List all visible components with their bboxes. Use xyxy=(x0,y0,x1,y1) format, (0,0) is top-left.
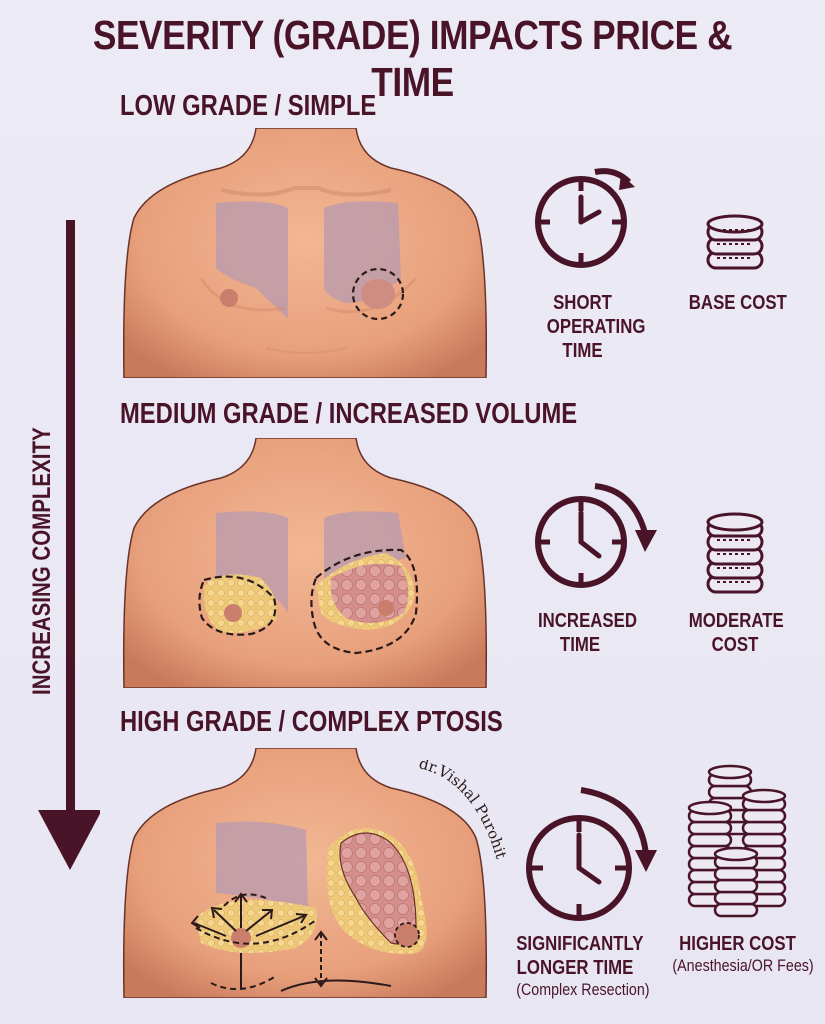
caption-note: (Complex Resection) xyxy=(516,980,650,999)
time-caption-low: SHORT OPERATING TIME xyxy=(546,291,646,363)
clock-short-arrow-icon xyxy=(535,168,635,268)
svg-text:dr.Vishal Purohit: dr.Vishal Purohit xyxy=(417,760,510,861)
signature-text: dr.Vishal Purohit xyxy=(417,760,510,861)
torso-low-grade-illustration xyxy=(122,128,488,378)
torso-medium-grade-illustration xyxy=(122,438,488,688)
caption-line: TIME xyxy=(559,634,601,656)
caption-line: LONGER TIME xyxy=(516,957,634,979)
coin-stacks-large-icon xyxy=(687,764,787,918)
caption-line: BASE COST xyxy=(688,292,787,314)
coin-stack-small-icon xyxy=(706,214,764,270)
caption-line: SIGNIFICANTLY xyxy=(516,933,644,955)
arrow-down-icon xyxy=(38,220,102,870)
complexity-label: INCREASING COMPLEXITY xyxy=(28,427,56,695)
caption-line: HIGHER COST xyxy=(679,933,796,955)
coin-stack-medium-icon xyxy=(706,512,764,594)
caption-line: MODERATE xyxy=(688,610,784,632)
caption-line: COST xyxy=(711,634,759,656)
caption-line: TIME xyxy=(562,340,603,362)
time-caption-high: SIGNIFICANTLY LONGER TIME (Complex Resec… xyxy=(516,932,650,1000)
section-heading-low: LOW GRADE / SIMPLE xyxy=(120,90,377,122)
caption-line: INCREASED xyxy=(538,610,637,632)
author-signature: dr.Vishal Purohit xyxy=(417,760,510,861)
complexity-axis: INCREASING COMPLEXITY xyxy=(10,210,102,880)
cost-caption-medium: MODERATE COST xyxy=(688,609,784,657)
section-heading-medium: MEDIUM GRADE / INCREASED VOLUME xyxy=(120,398,578,430)
caption-line: SHORT xyxy=(553,292,612,314)
section-heading-high: HIGH GRADE / COMPLEX PTOSIS xyxy=(120,706,503,738)
torso-high-grade-illustration xyxy=(122,748,488,998)
clock-long-arrow-icon xyxy=(526,787,657,921)
cost-caption-low: BASE COST xyxy=(688,291,787,315)
cost-caption-high: HIGHER COST (Anesthesia/OR Fees) xyxy=(672,932,814,976)
page-title: SEVERITY (GRADE) IMPACTS PRICE & TIME xyxy=(92,12,733,105)
caption-line: OPERATING xyxy=(546,316,646,338)
clock-medium-arrow-icon xyxy=(535,483,657,588)
caption-note: (Anesthesia/OR Fees) xyxy=(672,956,814,975)
time-caption-medium: INCREASED TIME xyxy=(538,609,637,657)
